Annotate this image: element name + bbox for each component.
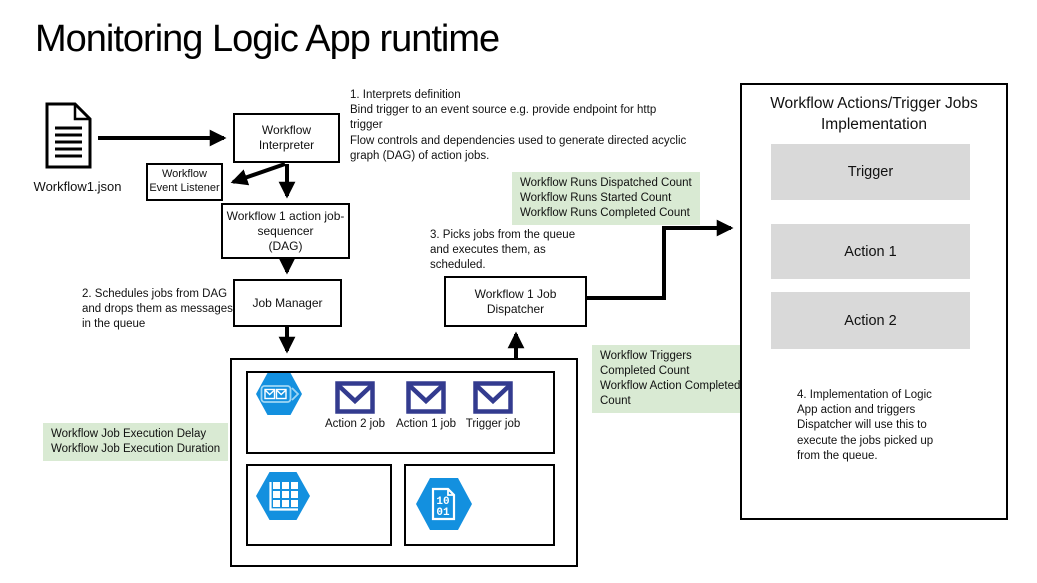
binary-storage-box [404,464,555,546]
node-job-manager: Job Manager [233,279,342,327]
workflow-json-document-icon [45,102,92,169]
page-title: Monitoring Logic App runtime [35,18,500,60]
node-job-dispatcher: Workflow 1 Job Dispatcher [444,276,587,327]
job-label-trigger: Trigger job [465,418,521,430]
job-label-action-1: Action 1 job [395,418,457,430]
metric-workflow-triggers-counts: Workflow Triggers Completed Count Workfl… [592,345,749,413]
metric-workflow-runs-counts: Workflow Runs Dispatched Count Workflow … [512,172,700,225]
arrow-interpreter-to-listener [230,162,286,186]
job-label-action-2: Action 2 job [324,418,386,430]
message-envelope-icon [335,381,375,414]
node-workflow-interpreter: Workflow Interpreter [233,113,340,163]
workflow-file-label: Workflow1.json [33,179,122,194]
svg-text:01: 01 [436,507,450,519]
arrow-dispatcher-to-panel [587,219,734,300]
node-action-job-sequencer: Workflow 1 action job- sequencer (DAG) [221,203,350,259]
node-workflow-event-listener: Workflow Event Listener [146,163,223,201]
annotation-step2: 2. Schedules jobs from DAG and drops the… [82,288,233,331]
panel-item-action-2: Action 2 [771,292,970,349]
annotation-step3: 3. Picks jobs from the queue and execute… [430,229,576,272]
message-envelope-icon [406,381,446,414]
table-storage-icon [256,472,310,520]
svg-text:10: 10 [436,496,449,508]
service-bus-queue-icon [256,373,302,415]
metric-workflow-job-execution: Workflow Job Execution Delay Workflow Jo… [43,423,229,461]
panel-item-action-1: Action 1 [771,224,970,279]
panel-title: Workflow Actions/Trigger Jobs Implementa… [770,95,978,133]
binary-data-icon: 10 01 [416,478,472,530]
annotation-step4: 4. Implementation of Logic App action an… [797,389,934,462]
message-envelope-icon [473,381,513,414]
panel-item-trigger: Trigger [771,144,970,200]
workflow-actions-panel: Workflow Actions/Trigger Jobs Implementa… [740,83,1008,520]
annotation-step1: 1. Interprets definition Bind trigger to… [350,89,687,162]
